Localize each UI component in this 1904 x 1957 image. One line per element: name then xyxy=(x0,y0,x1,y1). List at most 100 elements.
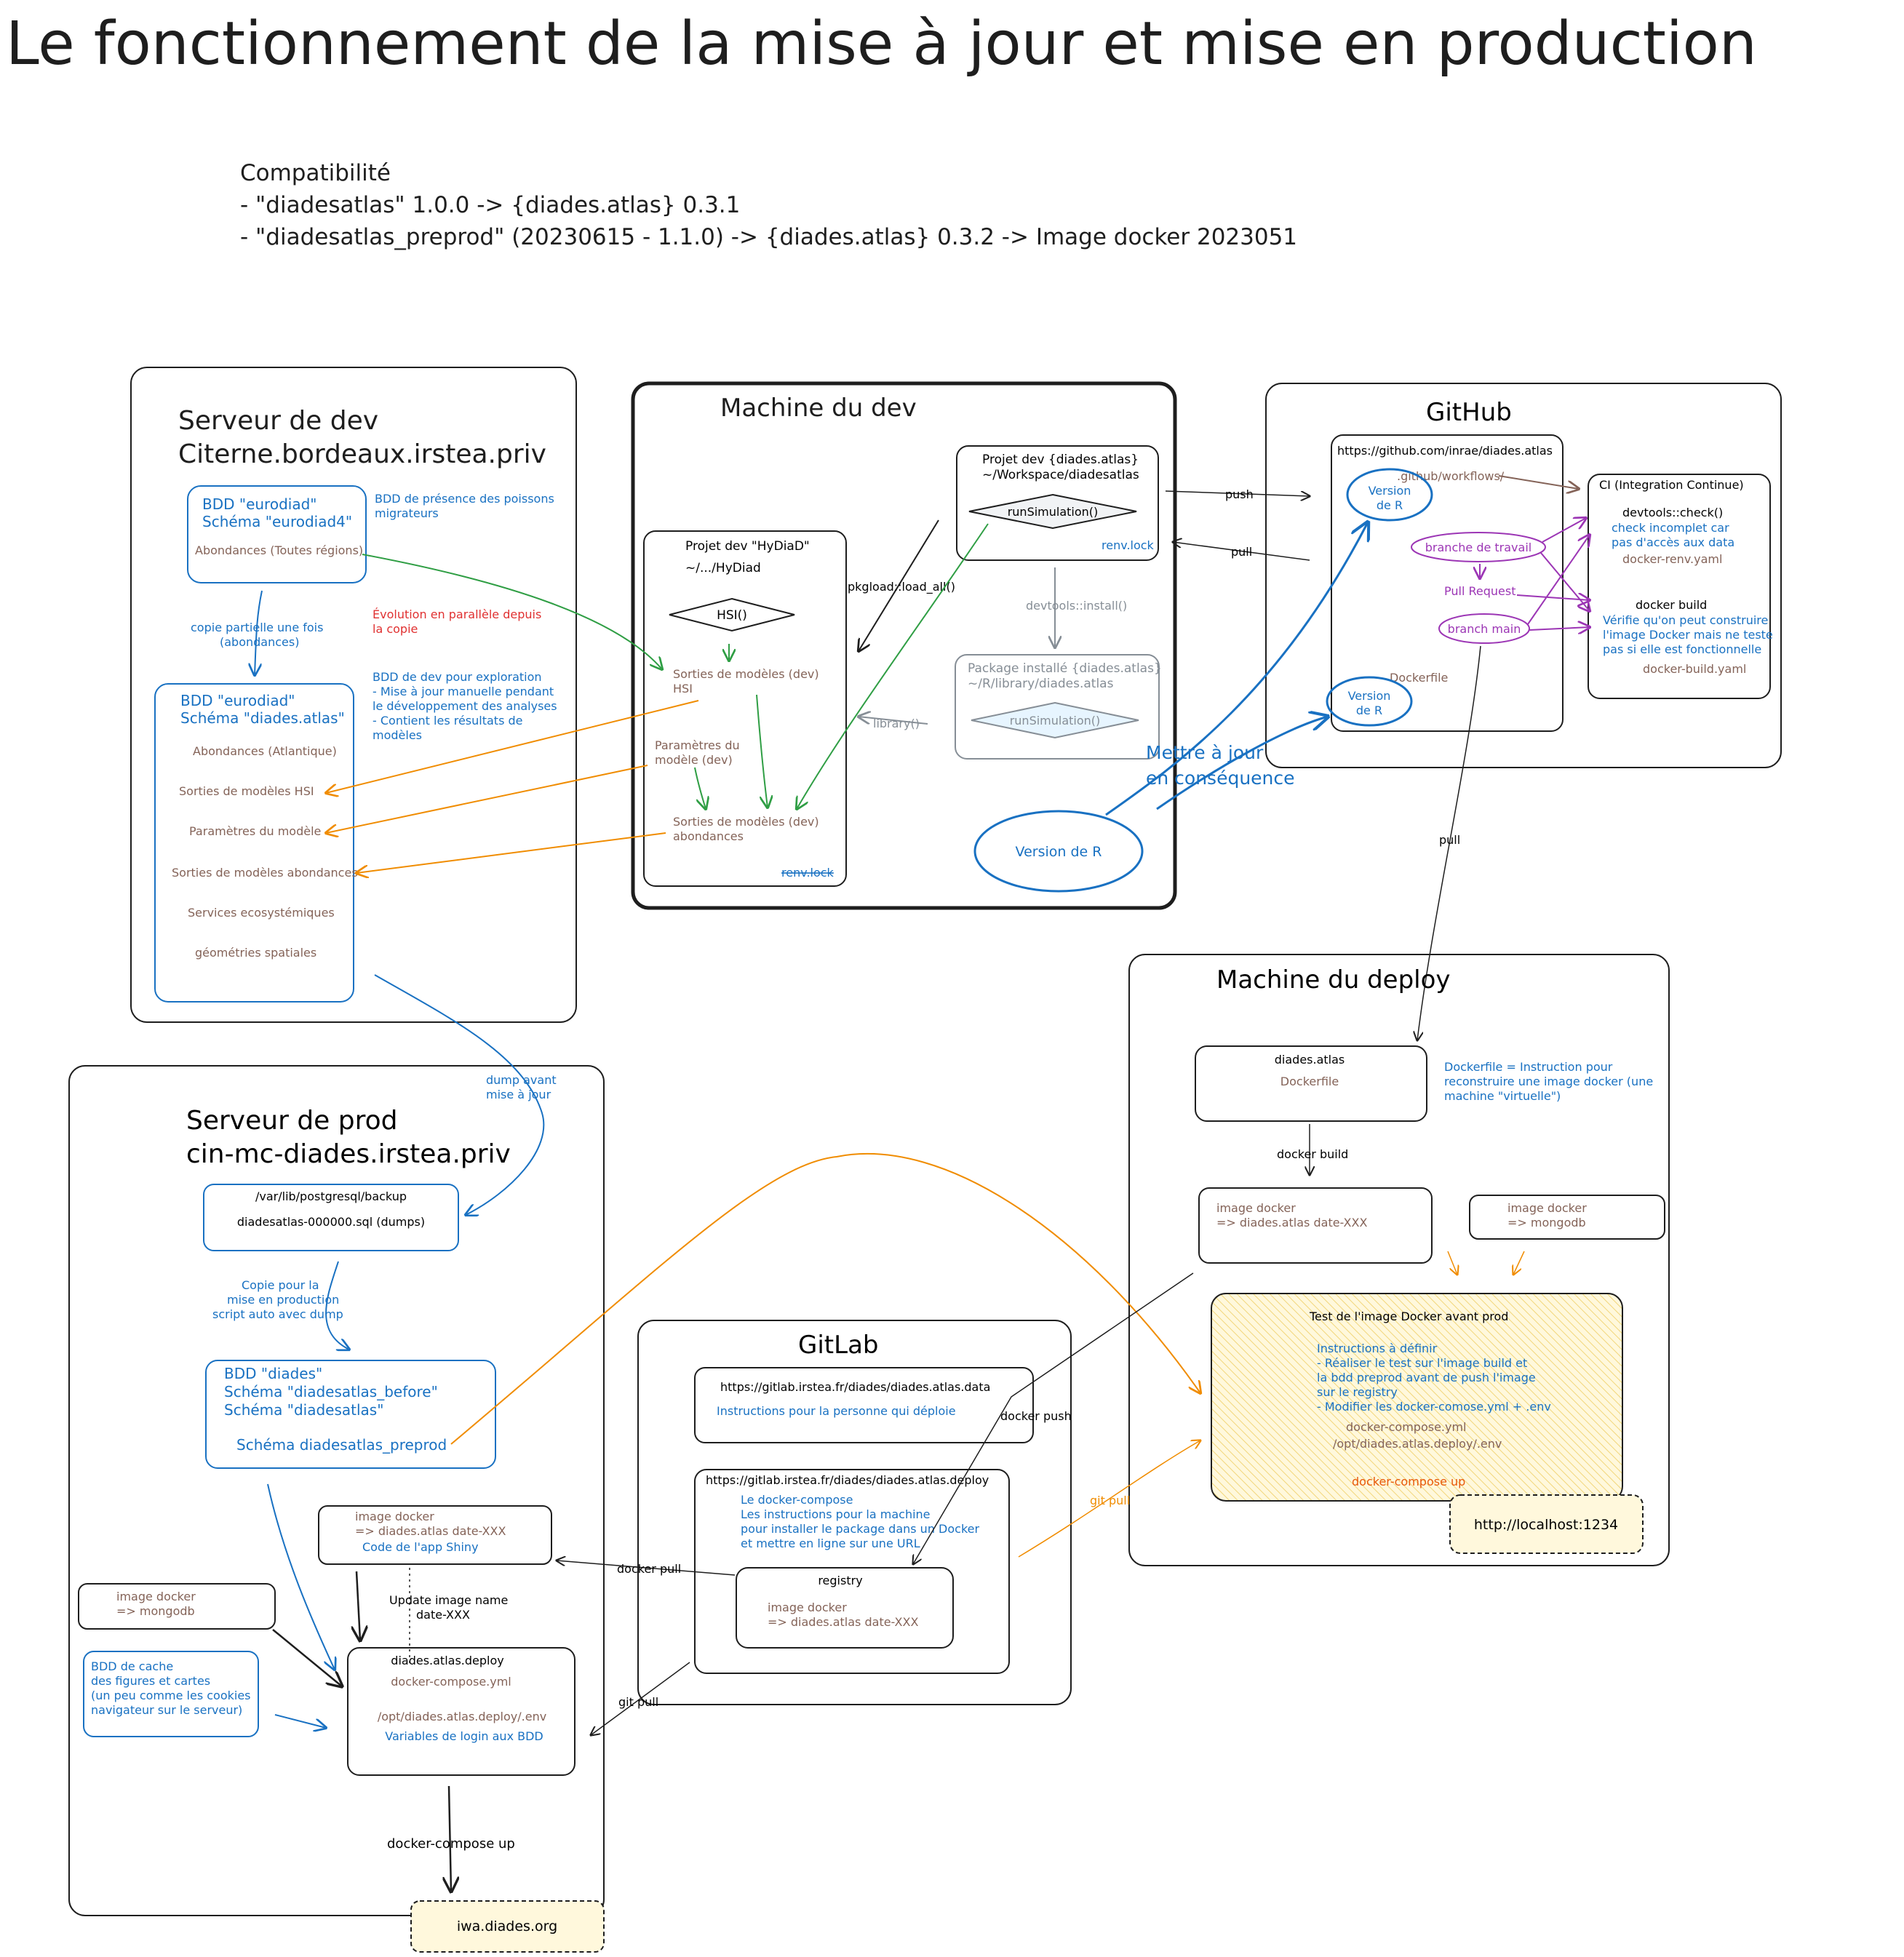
gitlab-container xyxy=(637,1320,1072,1705)
ci-title: CI (Integration Continue) xyxy=(1599,478,1744,492)
git-pull-deploy-label: git pull xyxy=(1090,1494,1130,1507)
gitlab-data-box[interactable] xyxy=(694,1367,1034,1443)
localhost-box[interactable] xyxy=(1449,1494,1644,1554)
bdd-eurodiad4-note: BDD de présence des poissons xyxy=(375,492,554,506)
prod-image-shiny xyxy=(318,1505,552,1565)
hydiad-project-path: ~/.../HyDiad xyxy=(685,561,761,575)
run-to-abund-arrow xyxy=(797,523,989,809)
deploy-image-mongo xyxy=(1469,1195,1665,1240)
github-container xyxy=(1265,383,1782,768)
copy-label-2: (abondances) xyxy=(220,635,299,649)
test-image-box xyxy=(1211,1293,1623,1502)
run-simulation-node xyxy=(968,493,1137,530)
abund-output-label: Sorties de modèles (dev) xyxy=(673,815,819,829)
model-params-label-2: modèle (dev) xyxy=(655,753,733,767)
bdd-eurodiad4-schema: Schéma "eurodiad4" xyxy=(202,513,352,530)
bdd-item-hsi: Sorties de modèles HSI xyxy=(179,784,314,798)
update-r-version-arrow-2 xyxy=(1156,717,1328,810)
bdd-eurodiad4-box xyxy=(187,485,367,583)
prod-server-container xyxy=(68,1065,605,1916)
atlas-project-title: Projet dev {diades.atlas} xyxy=(982,453,1139,467)
hsi-output-label-2: HSI xyxy=(673,682,693,695)
test-image-line-4: sur le registry xyxy=(1317,1385,1398,1399)
site-box[interactable] xyxy=(410,1900,605,1953)
dev-server-host: Citerne.bordeaux.irstea.priv xyxy=(178,439,546,469)
pr-to-build-arrow xyxy=(1516,595,1590,600)
prod-image-shiny-l2: => diades.atlas date-XXX xyxy=(355,1524,506,1538)
installed-package-title: Package installé {diades.atlas} xyxy=(968,661,1162,676)
gitlab-deploy-url[interactable]: https://gitlab.irstea.fr/diades/diades.a… xyxy=(706,1473,989,1487)
site-url[interactable]: iwa.diades.org xyxy=(457,1918,557,1934)
installed-package-path: ~/R/library/diades.atlas xyxy=(968,677,1114,691)
installed-run-simulation-node xyxy=(971,701,1139,739)
gitlab-title: GitLab xyxy=(798,1331,878,1360)
deploy-machine-title: Machine du deploy xyxy=(1216,965,1451,995)
prod-deploy-env: /opt/diades.atlas.deploy/.env xyxy=(378,1710,546,1723)
ci-check-title: devtools::check() xyxy=(1622,506,1723,519)
atlas-project-path: ~/Workspace/diadesatlas xyxy=(982,468,1139,482)
github-r-version-2-label-2: de R xyxy=(1356,704,1382,717)
test-image-line-1: Instructions à définir xyxy=(1317,1342,1438,1355)
abund-output-label-2: abondances xyxy=(673,829,744,843)
bdd-item-abondances: Abondances (Atlantique) xyxy=(193,744,337,758)
prod-image-mongo xyxy=(78,1583,276,1630)
registry-box xyxy=(736,1567,954,1649)
deploy-image-mongo-l2: => mongodb xyxy=(1507,1216,1586,1229)
dev-machine-title: Machine du dev xyxy=(720,394,917,423)
git-pull-prod-arrow xyxy=(591,1662,690,1735)
ci-build-note-2: l'image Docker mais ne teste xyxy=(1603,628,1773,642)
update-image-note: Update image name xyxy=(389,1593,508,1607)
image-mongo-to-test-arrow xyxy=(1513,1251,1525,1275)
deploy-atlas-name: diades.atlas xyxy=(1275,1053,1345,1067)
main-to-deploy-pull-label: pull xyxy=(1439,833,1460,847)
library-arrow xyxy=(859,717,928,725)
prod-server-title: Serveur de prod xyxy=(186,1106,398,1136)
git-pull-deploy-arrow xyxy=(1018,1440,1200,1558)
hsi-to-bdd-arrow xyxy=(326,700,699,793)
compat-heading: Compatibilité xyxy=(240,160,391,186)
deploy-machine-container xyxy=(1128,954,1670,1566)
dockerfile-note-3: machine "virtuelle") xyxy=(1444,1089,1561,1103)
compat-line-1: - "diadesatlas" 1.0.0 -> {diades.atlas} … xyxy=(240,192,740,218)
github-r-version-2-label: Version xyxy=(1348,689,1391,703)
ci-build-title: docker build xyxy=(1636,598,1707,612)
r-version-node xyxy=(973,810,1144,893)
docker-push-arrow xyxy=(913,1272,1194,1564)
github-repo-box xyxy=(1331,434,1564,732)
gitlab-deploy-note-4: et mettre en ligne sur une URL xyxy=(741,1536,920,1550)
localhost-url[interactable]: http://localhost:1234 xyxy=(1474,1517,1618,1533)
dockerfile-note-2: reconstruire une image docker (une xyxy=(1444,1075,1653,1088)
deploy-image-atlas xyxy=(1198,1187,1433,1264)
compatibility-note: Compatibilité - "diadesatlas" 1.0.0 -> {… xyxy=(240,160,1297,250)
hydiad-renv-lock: renv.lock xyxy=(781,866,835,880)
evolution-note-2: la copie xyxy=(373,622,418,636)
installed-package-box xyxy=(955,654,1160,760)
r-version-label: Version de R xyxy=(1016,844,1102,860)
ci-build-note-3: pas si elle est fonctionnelle xyxy=(1603,642,1761,656)
bdd-diades-atlas-box xyxy=(154,683,354,1003)
deploy-image-mongo-l1: image docker xyxy=(1507,1201,1587,1215)
prod-deploy-compose: docker-compose.yml xyxy=(391,1675,511,1689)
run-simulation-label: runSimulation() xyxy=(1008,505,1099,519)
gitlab-data-url[interactable]: https://gitlab.irstea.fr/diades/diades.a… xyxy=(720,1380,990,1394)
ci-build-yaml: docker-build.yaml xyxy=(1643,662,1746,676)
mongo-to-deploy-arrow xyxy=(272,1629,342,1686)
gitlab-data-note: Instructions pour la personne qui déploi… xyxy=(717,1404,956,1418)
github-r-version-1 xyxy=(1346,468,1433,522)
prod-image-shiny-l1: image docker xyxy=(355,1510,434,1523)
main-to-build-arrow xyxy=(1529,627,1590,630)
dev-db-note: BDD de dev pour exploration - Mise à jou… xyxy=(373,670,557,742)
prod-bdd-schema-before: Schéma "diadesatlas_before" xyxy=(224,1383,438,1400)
compose-up-label: docker-compose up xyxy=(387,1836,515,1852)
test-image-line-5: - Modifier les docker-comose.yml + .env xyxy=(1317,1400,1551,1414)
github-r-version-1-label-2: de R xyxy=(1377,498,1403,512)
test-image-line-3: la bdd preprod avant de push l'image xyxy=(1317,1371,1536,1384)
deploy-atlas-dockerfile: Dockerfile xyxy=(1280,1075,1339,1088)
hsi-function-label: HSI() xyxy=(717,608,747,623)
pkgload-label: pkgload::load_all() xyxy=(848,580,955,594)
dev-db-note-line: BDD de dev pour exploration xyxy=(373,670,542,684)
copy-label: copie partielle une fois xyxy=(191,621,323,634)
dev-machine-container xyxy=(631,381,1177,910)
cache-to-deploy-arrow xyxy=(274,1714,326,1728)
github-r-version-1-label: Version xyxy=(1369,484,1411,498)
